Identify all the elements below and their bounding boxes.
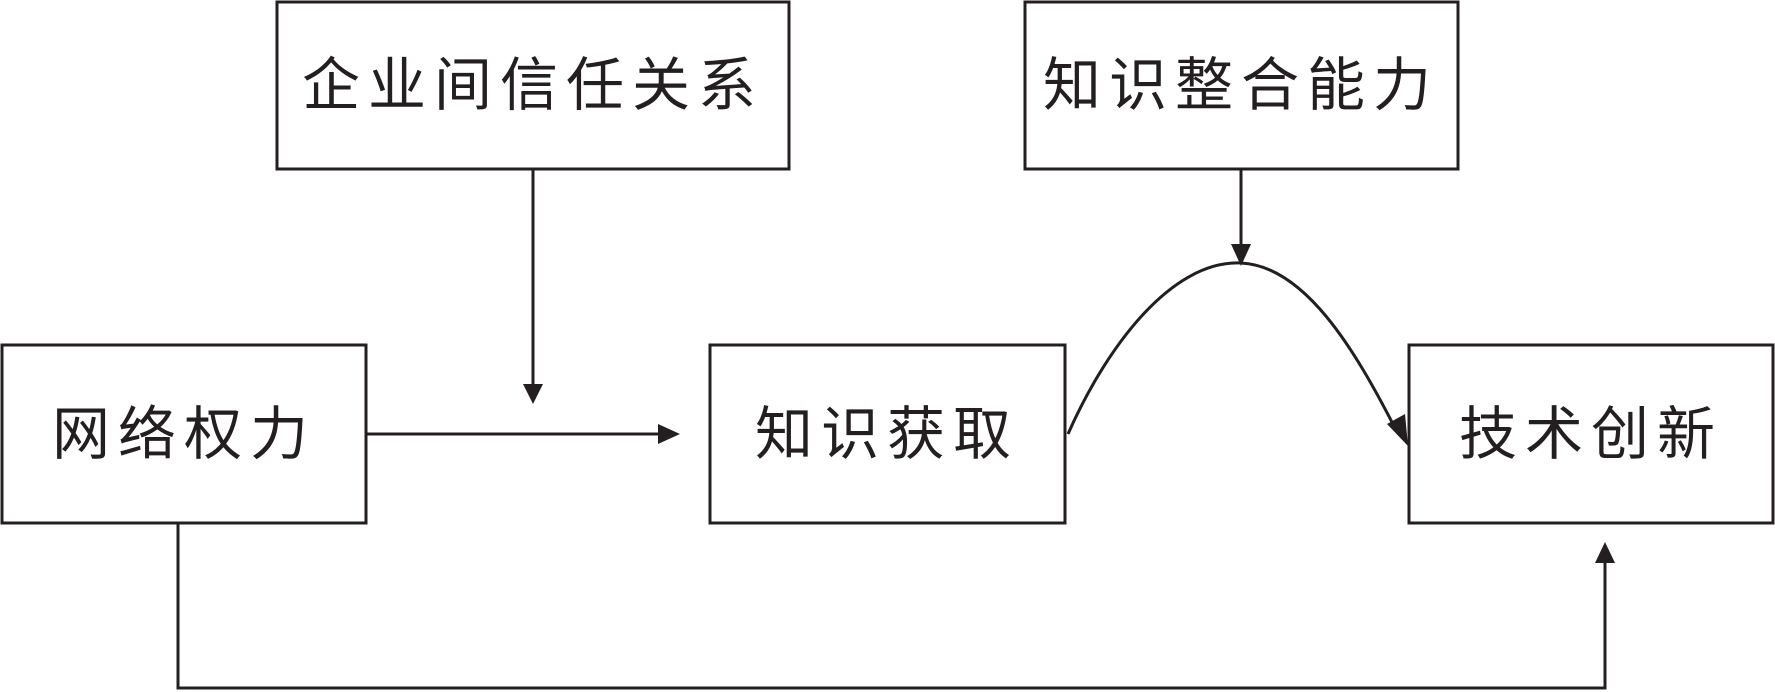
power-to-innovation-line [176, 523, 1607, 690]
trust-box: 企业间信任关系 [275, 0, 791, 171]
knowledge-acquisition-label: 知识获取 [755, 400, 1019, 468]
trust-moderation-arrowhead [523, 384, 543, 404]
knowledge-acquisition-box: 知识获取 [708, 343, 1067, 525]
integration-label: 知识整合能力 [1043, 51, 1439, 119]
connectors [176, 168, 1615, 690]
network-power-label: 网络权力 [52, 400, 316, 468]
power-to-acquisition-arrowhead [658, 424, 680, 444]
acquisition-to-innovation-curve [1066, 261, 1397, 435]
tech-innovation-box: 技术创新 [1407, 343, 1775, 525]
integration-moderation-arrowhead [1231, 244, 1251, 266]
tech-innovation-label: 技术创新 [1459, 400, 1723, 468]
power-to-innovation-arrowhead [1595, 542, 1615, 563]
trust-label: 企业间信任关系 [302, 51, 764, 119]
network-power-box: 网络权力 [0, 343, 368, 525]
integration-box: 知识整合能力 [1023, 0, 1460, 171]
acquisition-to-innovation-arrowhead [1387, 414, 1408, 446]
